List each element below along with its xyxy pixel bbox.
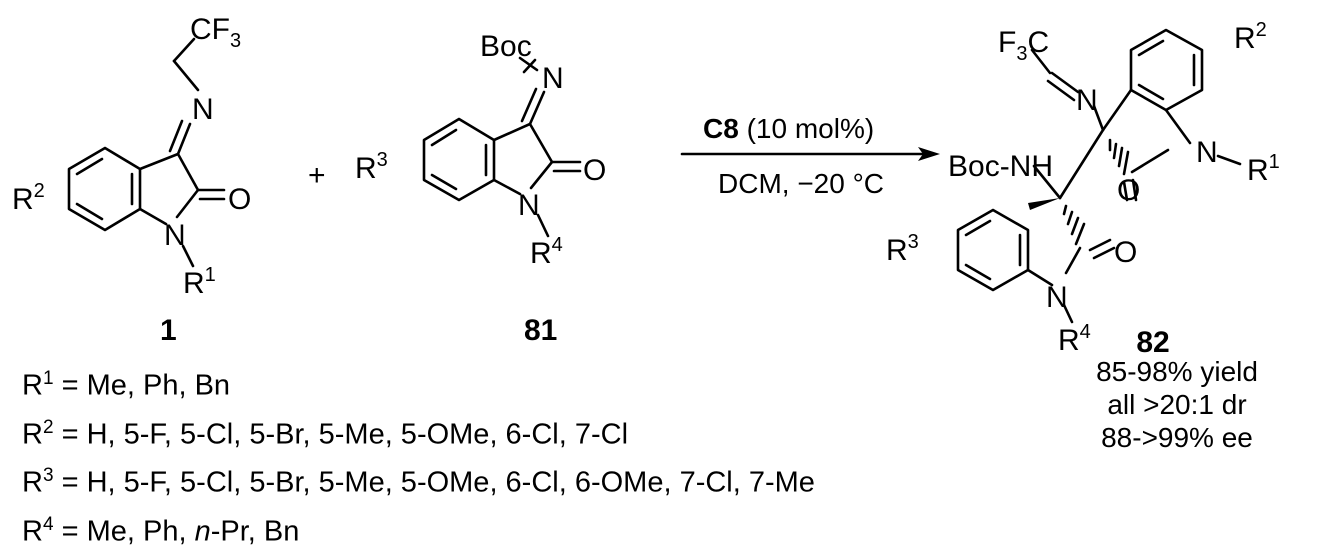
substituent-r3: R3 = H, 5-F, 5-Cl, 5-Br, 5-Me, 5-OMe, 6-… <box>22 465 815 499</box>
p-top-ring-n: N <box>1196 136 1218 169</box>
reactant-2-structure <box>422 56 582 238</box>
r2-r4-label: R4 <box>530 234 563 270</box>
compound-label-81: 81 <box>524 314 557 347</box>
substituent-r4: R4 = Me, Ph, n-Pr, Bn <box>22 513 300 548</box>
p-top-carbonyl-o: O <box>1117 174 1140 207</box>
result-dr: all >20:1 dr <box>1107 389 1247 420</box>
compound-label-1: 1 <box>160 314 177 347</box>
plus-sign: + <box>308 159 326 192</box>
r2-r3-label: R3 <box>355 149 388 185</box>
r2-carbonyl-o: O <box>583 154 606 187</box>
dashed-bond-bottom <box>1062 204 1086 246</box>
compound-label-82: 82 <box>1136 326 1169 359</box>
reaction-solvent-temperature: DCM, −20 °C <box>718 168 884 199</box>
substituent-r2: R2 = H, 5-F, 5-Cl, 5-Br, 5-Me, 5-OMe, 6-… <box>22 416 629 451</box>
r2-boc-label: Boc <box>480 30 532 63</box>
reaction-arrow <box>680 147 940 161</box>
p-f3c-label: F3C <box>998 26 1049 65</box>
reaction-catalyst: C8 (10 mol%) <box>703 113 874 144</box>
results-summary: 85-98% yield all >20:1 dr 88->99% ee <box>1072 355 1282 454</box>
p-r1-label: R1 <box>1247 151 1280 187</box>
r1-r2-label: R2 <box>12 180 45 216</box>
r1-r1-label: R1 <box>183 264 216 300</box>
r1-cf3-label: CF3 <box>190 13 241 52</box>
dashed-bond-top <box>1108 138 1130 176</box>
p-boc-nh-label: Boc-NH <box>948 150 1053 183</box>
r2-ring-n: N <box>518 189 540 222</box>
result-yield: 85-98% yield <box>1096 356 1258 387</box>
r1-carbonyl-o: O <box>228 183 251 216</box>
reaction-scheme: CF3 N N O R2 R1 1 + Boc N N O R3 R4 81 C… <box>12 13 1280 359</box>
result-ee: 88->99% ee <box>1101 422 1253 453</box>
p-imine-n: N <box>1076 84 1098 117</box>
substituent-list: R1 = Me, Ph, Bn R2 = H, 5-F, 5-Cl, 5-Br,… <box>22 358 815 553</box>
p-r2-label: R2 <box>1234 19 1267 55</box>
reactant-1-structure <box>67 37 226 268</box>
p-r4-label: R4 <box>1058 321 1091 357</box>
r1-ring-n: N <box>164 219 186 252</box>
p-r3-label: R3 <box>886 231 919 267</box>
substituent-r1: R1 = Me, Ph, Bn <box>22 368 231 402</box>
p-bottom-ring-n: N <box>1046 281 1068 314</box>
p-bottom-carbonyl-o: O <box>1114 236 1137 269</box>
product-structure <box>956 28 1242 324</box>
r2-imine-n: N <box>542 62 564 95</box>
r1-imine-n: N <box>192 93 214 126</box>
